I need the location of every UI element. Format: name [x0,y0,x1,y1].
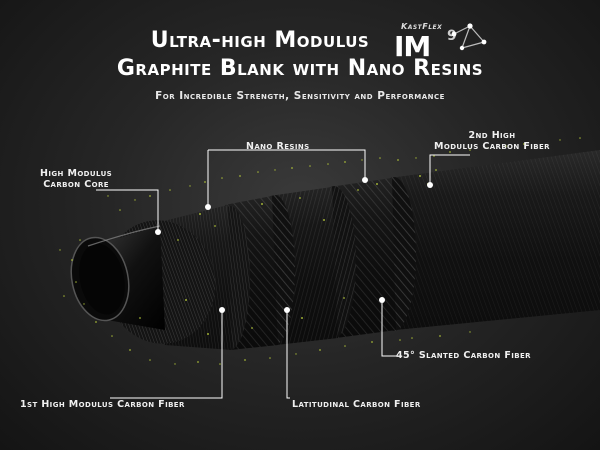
logo-superscript: 9 [447,28,457,44]
label-1st-high-modulus: 1st High Modulus Carbon Fiber [20,399,185,410]
molecule-icon [451,23,487,51]
title-line-1: Ultra-high Modulus [150,28,370,53]
label-2nd-high-modulus: 2nd High Modulus Carbon Fiber [434,130,550,152]
logo-mark: IM [394,30,431,63]
label-latitudinal: Latitudinal Carbon Fiber [292,399,421,410]
label-high-modulus-core: High Modulus Carbon Core [40,168,113,190]
label-45-slanted: 45° Slanted Carbon Fiber [396,350,531,361]
subtitle: For Incredible Strength, Sensitivity and… [155,90,445,102]
callout-lines [96,149,470,399]
callout-dots [155,177,433,313]
label-nano-resins: Nano Resins [246,141,310,152]
brand-name: KastFlex [401,22,443,31]
title-line-2: Graphite Blank with Nano Resins [116,56,484,81]
